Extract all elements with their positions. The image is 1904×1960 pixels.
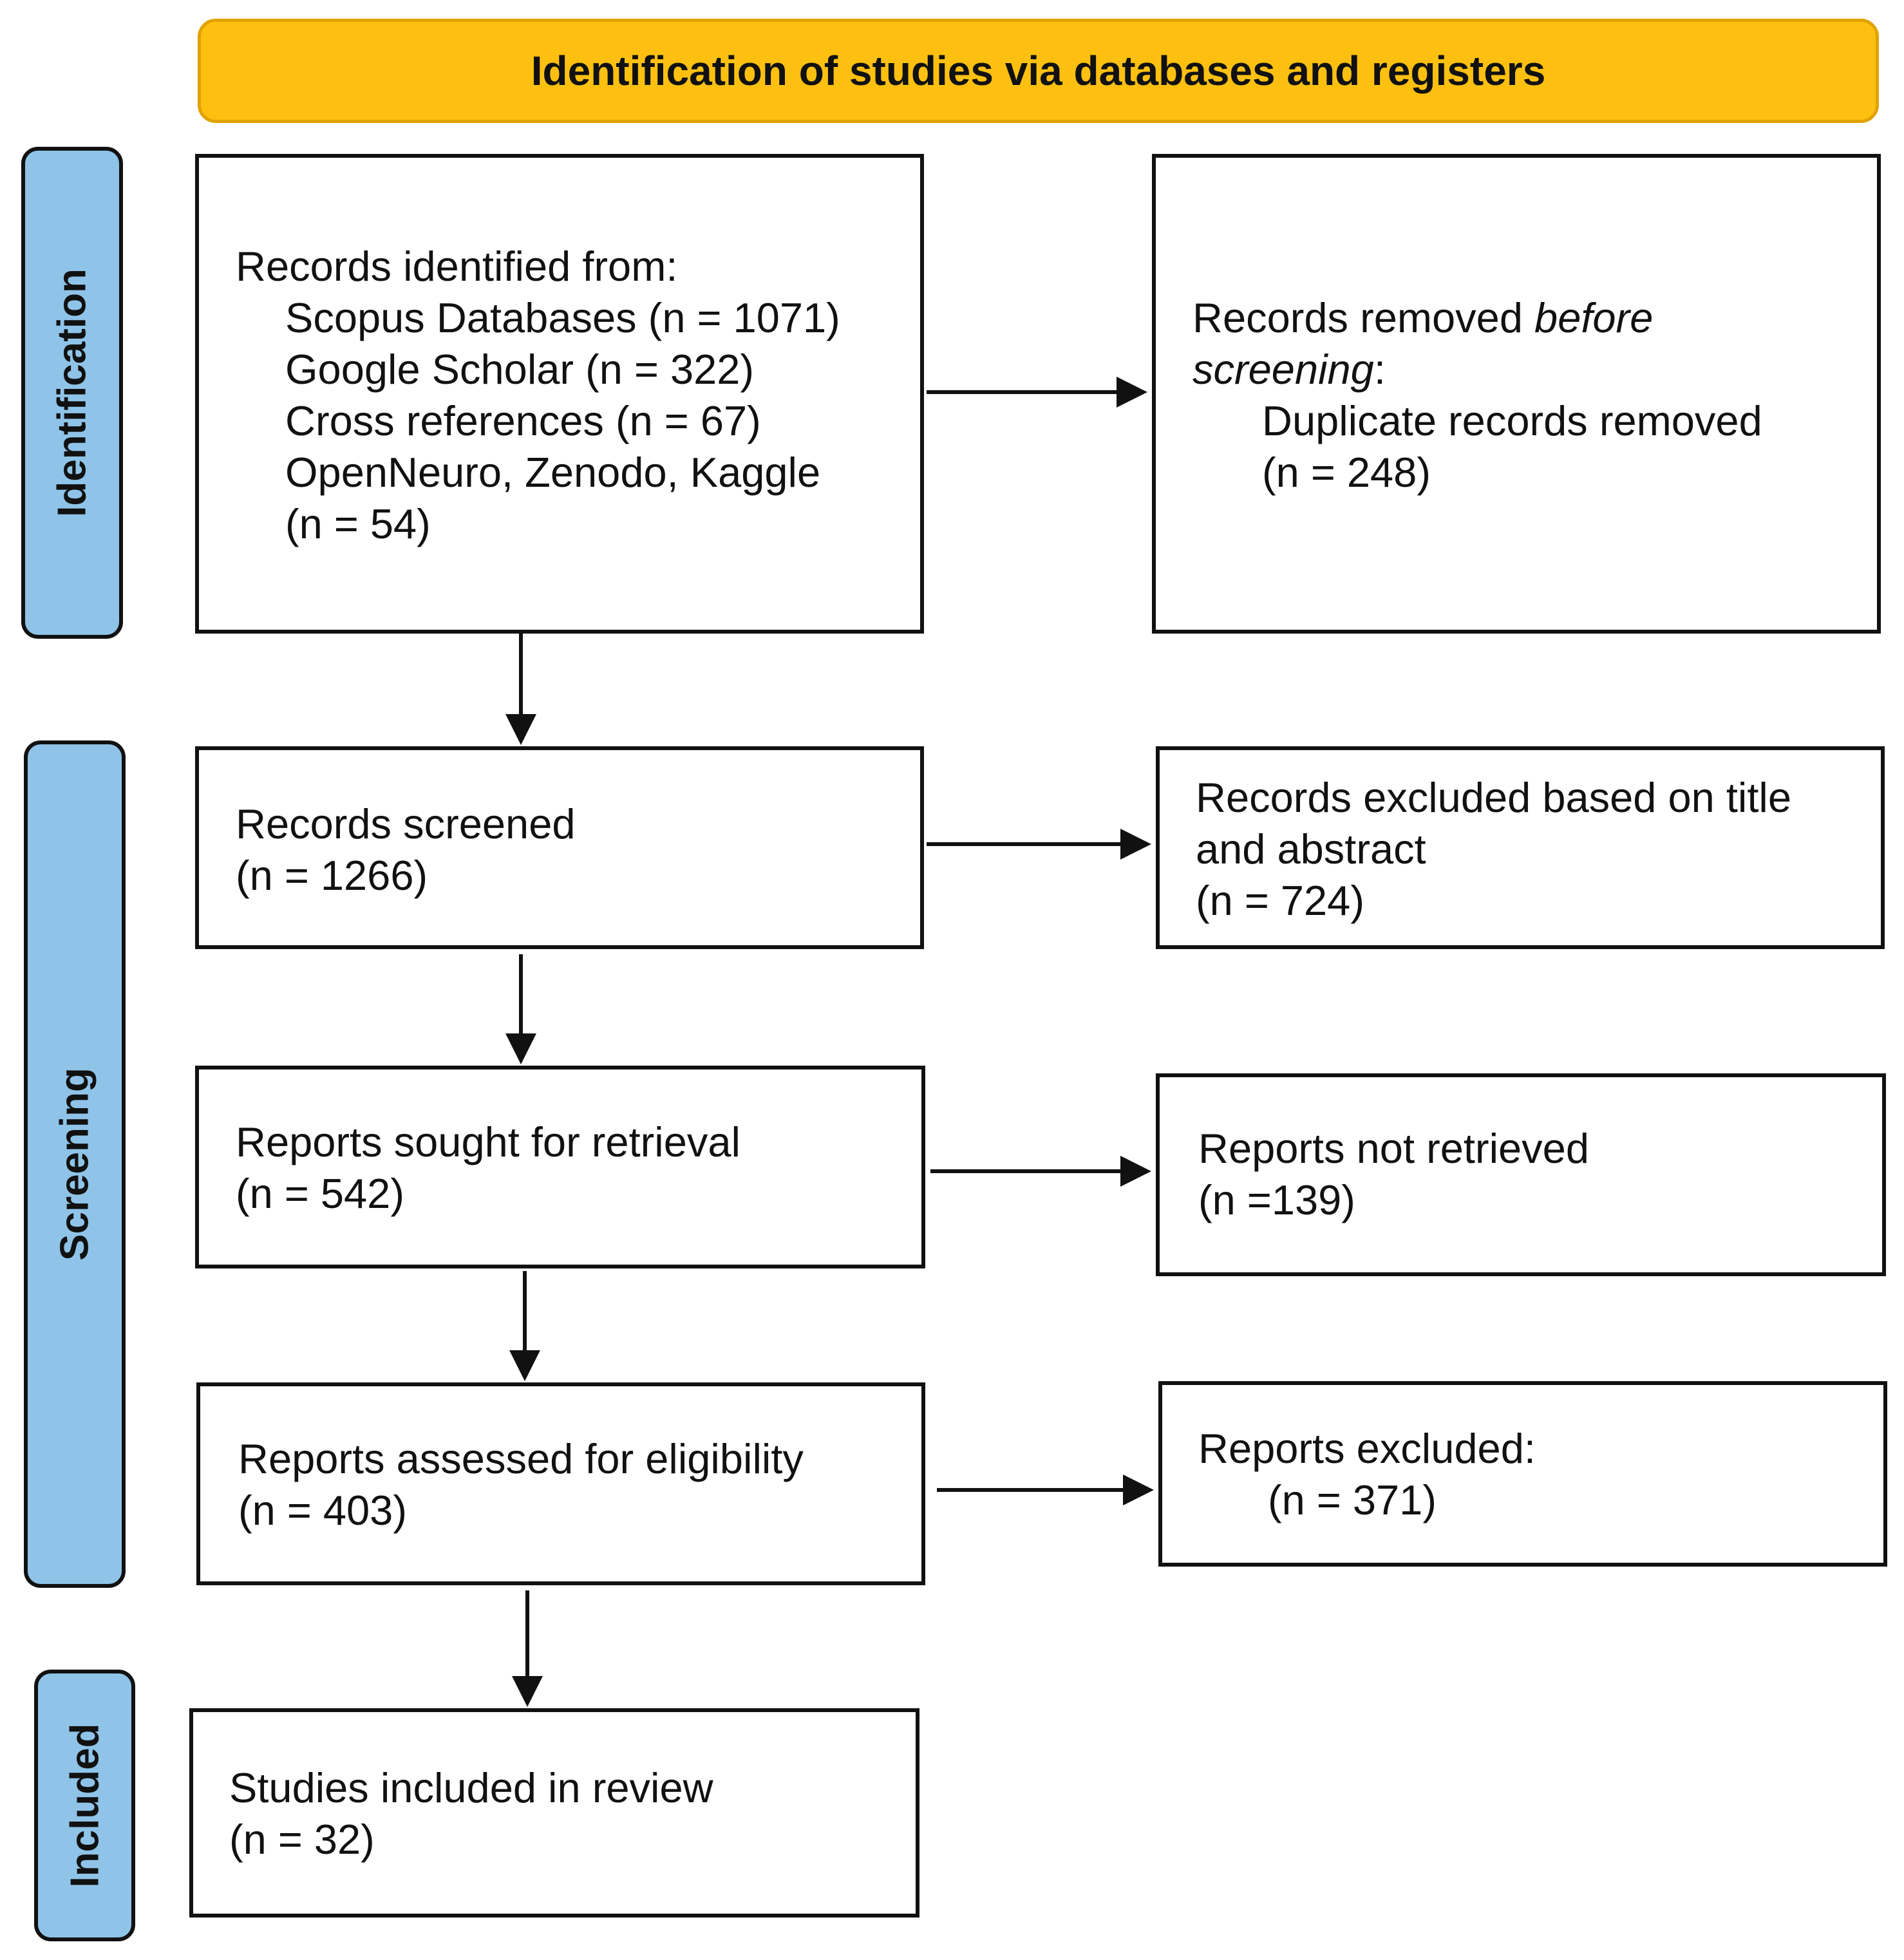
assessed-label: Reports assessed for eligibility xyxy=(238,1435,804,1482)
assessed-text: Reports assessed for eligibility (n = 40… xyxy=(238,1433,804,1536)
screened-text: Records screened (n = 1266) xyxy=(236,798,576,901)
header-title: Identification of studies via databases … xyxy=(531,48,1546,94)
screened-label: Records screened xyxy=(236,800,576,847)
removed-prefix: Records removed xyxy=(1192,294,1535,341)
excluded-title-n: (n = 724) xyxy=(1196,877,1364,924)
header-banner: Identification of studies via databases … xyxy=(198,19,1879,123)
removed-italic-before: before xyxy=(1534,294,1654,341)
reports-excluded-text: Reports excluded: (n = 371) xyxy=(1198,1423,1536,1526)
removed-text: Records removed before screening: Duplic… xyxy=(1192,292,1762,498)
identified-heading: Records identified from: xyxy=(236,243,678,290)
removed-colon: : xyxy=(1373,346,1386,393)
box-reports-sought xyxy=(195,1066,925,1268)
box-reports-excluded xyxy=(1158,1381,1887,1567)
screened-n: (n = 1266) xyxy=(236,852,428,899)
excluded-title-line2: and abstract xyxy=(1196,825,1426,872)
assessed-n: (n = 403) xyxy=(238,1487,407,1534)
box-records-removed xyxy=(1152,154,1881,634)
box-studies-included xyxy=(189,1708,919,1918)
not-retrieved-text: Reports not retrieved (n =139) xyxy=(1198,1123,1589,1226)
box-records-screened xyxy=(195,746,924,949)
phase-identification: Identification xyxy=(21,147,123,639)
not-retrieved-n: (n =139) xyxy=(1198,1176,1355,1223)
source-scopus: Scopus Databases (n = 1071) xyxy=(285,294,840,341)
excluded-title-line1: Records excluded based on title xyxy=(1196,774,1792,821)
box-records-identified xyxy=(195,154,924,634)
excluded-title-text: Records excluded based on title and abst… xyxy=(1196,772,1791,927)
removed-n: (n = 248) xyxy=(1262,449,1431,496)
not-retrieved-label: Reports not retrieved xyxy=(1198,1125,1589,1172)
removed-duplicates: Duplicate records removed xyxy=(1262,397,1762,444)
source-cross-references: Cross references (n = 67) xyxy=(285,397,761,444)
box-reports-assessed xyxy=(196,1382,925,1585)
included-n: (n = 32) xyxy=(229,1816,375,1863)
identified-text: Records identified from: Scopus Database… xyxy=(236,241,840,550)
source-openneuro: OpenNeuro, Zenodo, Kaggle xyxy=(285,449,821,496)
source-openneuro-n: (n = 54) xyxy=(285,500,431,547)
included-label: Studies included in review xyxy=(229,1764,713,1811)
sought-n: (n = 542) xyxy=(236,1170,404,1217)
box-records-excluded xyxy=(1156,746,1885,949)
source-google-scholar: Google Scholar (n = 322) xyxy=(285,346,755,393)
sought-text: Reports sought for retrieval (n = 542) xyxy=(236,1117,740,1220)
sought-label: Reports sought for retrieval xyxy=(236,1118,740,1165)
phase-included: Included xyxy=(34,1670,135,1941)
reports-excluded-n: (n = 371) xyxy=(1268,1476,1437,1523)
reports-excluded-label: Reports excluded: xyxy=(1198,1425,1536,1472)
phase-screening: Screening xyxy=(24,740,126,1588)
included-text: Studies included in review (n = 32) xyxy=(229,1762,713,1865)
box-reports-not-retrieved xyxy=(1156,1073,1886,1276)
removed-italic-screening: screening xyxy=(1192,346,1374,393)
